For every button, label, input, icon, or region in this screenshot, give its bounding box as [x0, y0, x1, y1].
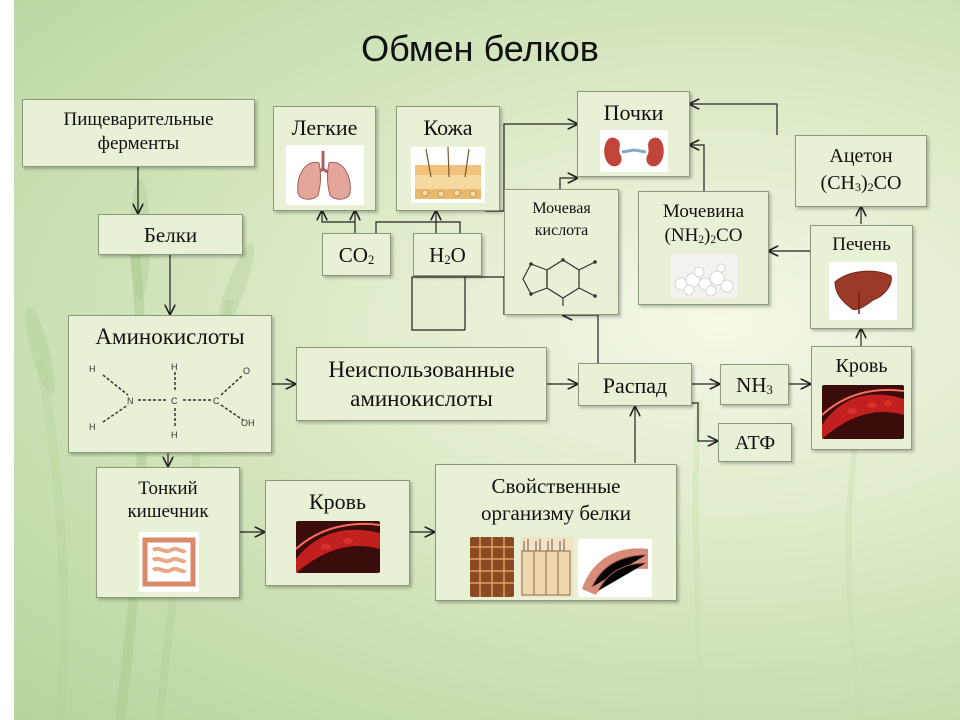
node-blood-bottom-label: Кровь — [308, 489, 367, 514]
arrow-breakdown-uric — [563, 315, 599, 363]
arrow-water-kidneys — [485, 124, 577, 212]
node-nh3-label: NH3 — [736, 373, 773, 397]
node-blood-right-label: Кровь — [835, 355, 888, 377]
amino-acid-structure-icon: H H N H C H C O OH — [89, 362, 255, 440]
atom-c1: C — [171, 396, 178, 406]
node-lungs: Легкие — [273, 106, 376, 211]
node-kidneys-label: Почки — [603, 100, 664, 125]
node-small-intestine-label: Тонкий кишечник — [127, 478, 209, 522]
uric-acid-structure-icon — [522, 258, 597, 306]
node-own-proteins: Свойственные организму белки — [435, 464, 677, 601]
node-urea: Мочевина (NH2)2CO — [638, 191, 769, 305]
node-proteins-label: Белки — [143, 223, 198, 247]
blood-vessel-icon-bottom — [296, 521, 380, 573]
node-h2o-label: H2O — [429, 243, 466, 267]
atom-h4: H — [171, 430, 178, 440]
node-liver-label: Печень — [832, 234, 891, 255]
node-acetone-label: Ацетон — [829, 145, 893, 167]
arrow-acetone-kidneys — [690, 104, 778, 135]
tissue-cells-icon — [470, 537, 514, 597]
node-unused-amino-acids-label: Неиспользованные аминокислоты — [328, 357, 515, 411]
node-digestive-enzymes-label: Пищеварительные ферменты — [63, 109, 214, 154]
node-digestive-enzymes: Пищеварительные ферменты — [22, 99, 255, 167]
node-small-intestine: Тонкий кишечник — [96, 467, 240, 598]
kidneys-icon — [600, 130, 668, 172]
node-proteins: Белки — [98, 214, 243, 255]
node-blood-bottom: Кровь — [265, 480, 410, 586]
liver-icon — [829, 262, 897, 320]
blood-vessel-icon — [822, 385, 904, 439]
arrow-urea-kidneys — [690, 145, 705, 191]
node-skin-label: Кожа — [423, 115, 473, 140]
atom-h3: H — [171, 362, 178, 372]
lungs-icon — [286, 145, 364, 205]
atom-n: N — [127, 396, 134, 406]
node-nh3: NH3 — [720, 364, 789, 405]
node-co2-label: CO2 — [338, 243, 375, 267]
node-kidneys: Почки — [577, 91, 690, 177]
atom-h2: H — [89, 422, 96, 432]
node-blood-right: Кровь — [811, 346, 912, 450]
node-own-proteins-label: Свойственные организму белки — [480, 474, 632, 525]
line-gas-bracket — [375, 221, 461, 233]
node-acetone: Ацетон (CH3)2CO — [795, 135, 927, 207]
node-amino-acids-label: Аминокислоты — [95, 324, 245, 349]
muscle-tissue-icon — [578, 539, 652, 597]
arrow-breakdown-atp — [692, 402, 717, 441]
node-urea-label: Мочевина — [662, 201, 745, 222]
node-uric-acid-label: Мочевая кислота — [532, 200, 591, 239]
intestine-icon — [139, 532, 199, 592]
node-amino-acids: Аминокислоты H H N H C H C O OH — [68, 315, 272, 453]
node-urea-formula: (NH2)2CO — [664, 225, 743, 246]
epithelium-icon — [520, 537, 574, 597]
diagram-title: Обмен белков — [361, 28, 599, 69]
node-skin: Кожа — [396, 106, 500, 211]
line-breakdown-gases — [411, 276, 505, 331]
node-uric-acid: Мочевая кислота — [504, 189, 619, 315]
node-breakdown-label: Распад — [602, 373, 668, 398]
node-h2o: H2O — [413, 233, 482, 276]
arrow-co2-lungs — [322, 211, 356, 233]
node-acetone-formula: (CH3)2CO — [820, 172, 902, 194]
skin-icon — [411, 147, 485, 203]
node-breakdown: Распад — [578, 363, 692, 406]
node-atp-label: АТФ — [734, 432, 776, 454]
atom-c2: C — [213, 396, 220, 406]
node-co2: CO2 — [322, 233, 391, 276]
atom-oh: OH — [241, 418, 255, 428]
node-liver: Печень — [810, 225, 913, 329]
node-unused-amino-acids: Неиспользованные аминокислоты — [296, 347, 547, 421]
atom-o: O — [243, 366, 250, 376]
arrow-uric-kidneys — [559, 178, 577, 189]
node-atp: АТФ — [718, 423, 792, 462]
urea-crystals-icon — [671, 254, 737, 298]
atom-h1: H — [89, 364, 96, 374]
node-lungs-label: Легкие — [291, 115, 358, 140]
